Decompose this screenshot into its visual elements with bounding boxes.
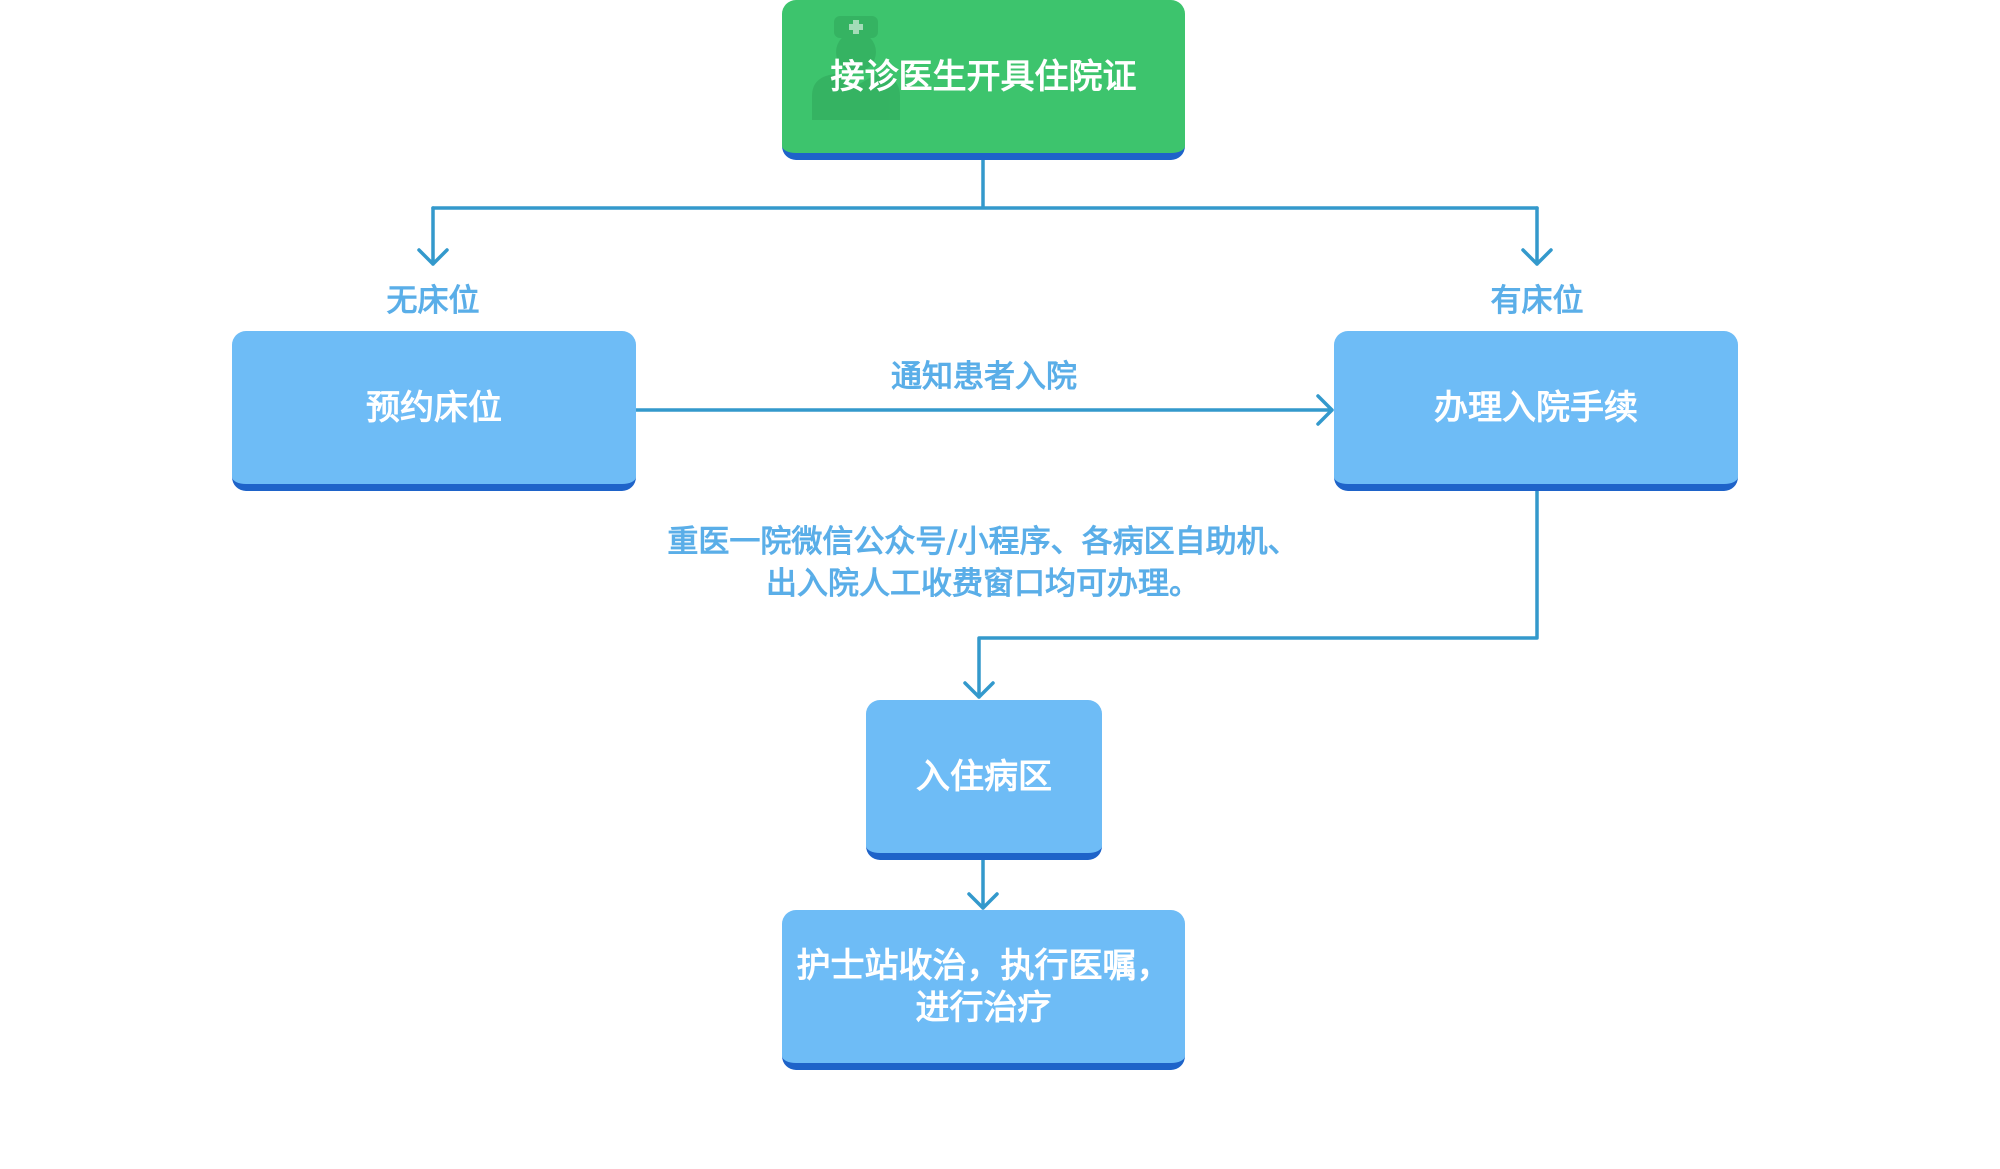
node-enter-ward: 入住病区 [866, 700, 1102, 860]
connector-doctor-split [431, 156, 1539, 210]
arrow-admission-to-ward [963, 486, 1539, 699]
node-admission-label: 办理入院手续 [1434, 387, 1638, 428]
label-notify-patient: 通知患者入院 [891, 359, 1077, 395]
label-no-bed: 无床位 [386, 283, 480, 319]
arrow-reserve-to-admission [634, 394, 1334, 426]
arrow-ward-to-nurse [967, 856, 999, 910]
node-nurse-station: 护士站收治，执行医嘱， 进行治疗 [782, 910, 1185, 1070]
label-has-bed: 有床位 [1490, 283, 1584, 319]
doctor-icon [812, 16, 900, 120]
label-channels-line1: 重医一院微信公众号/小程序、各病区自助机、 [667, 524, 1299, 560]
arrow-to-has-bed [1521, 206, 1553, 266]
node-doctor-label: 接诊医生开具住院证 [830, 56, 1137, 97]
node-reserve-label: 预约床位 [366, 387, 502, 428]
node-admission-procedures: 办理入院手续 [1334, 331, 1738, 491]
node-reserve-bed: 预约床位 [232, 331, 636, 491]
node-doctor-issue-certificate: 接诊医生开具住院证 [782, 0, 1185, 160]
label-channels-line2: 出入院人工收费窗口均可办理。 [766, 566, 1200, 602]
arrow-to-no-bed [417, 206, 449, 266]
node-nurse-label: 护士站收治，执行医嘱， 进行治疗 [796, 945, 1171, 1028]
node-ward-label: 入住病区 [916, 756, 1052, 797]
